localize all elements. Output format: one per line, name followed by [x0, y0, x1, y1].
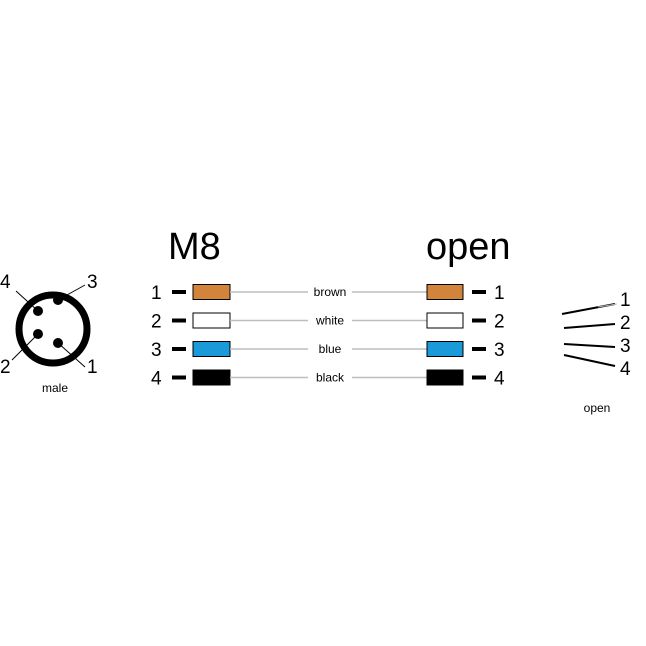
- connector-ring: [15, 291, 91, 367]
- left-pin-label: 2: [151, 312, 162, 333]
- cable-row-2: 2 white 2: [151, 312, 505, 333]
- open-wire-1-label: 1: [620, 290, 631, 311]
- left-wire-sleeve: [192, 369, 231, 386]
- right-pin-label: 4: [494, 369, 505, 390]
- connector-pin-3-label: 3: [87, 272, 98, 293]
- right-wire-sleeve: [426, 369, 464, 386]
- open-wire-2-label: 2: [620, 313, 631, 334]
- right-pin-dash: [472, 347, 486, 351]
- left-wire-sleeve: [192, 341, 231, 357]
- connector-pin-3-leader: [57, 284, 86, 301]
- wire-color-label: black: [316, 371, 345, 385]
- left-pin-dash: [172, 375, 186, 380]
- open-wire-3: [563, 343, 616, 348]
- connector-pin-4-leader: [15, 290, 39, 312]
- right-end-title: open: [426, 226, 511, 268]
- left-wire-sleeve: [192, 284, 231, 300]
- right-pin-dash: [472, 290, 486, 294]
- right-pin-label: 2: [494, 312, 505, 333]
- wire-color-label: brown: [314, 285, 347, 299]
- connector-label: male: [42, 381, 68, 395]
- open-end-label: open: [584, 401, 611, 415]
- open-wire-4-label: 4: [620, 359, 631, 380]
- left-pin-label: 1: [151, 283, 162, 304]
- open-wire-3-label: 3: [620, 336, 631, 357]
- left-pin-dash: [172, 347, 186, 351]
- right-pin-dash: [472, 318, 486, 323]
- left-wire-sleeve: [192, 312, 231, 329]
- connector-pin-2-label: 2: [0, 357, 11, 378]
- wire-color-label: white: [315, 314, 344, 328]
- open-wire-4: [563, 354, 616, 367]
- open-wire-2: [563, 323, 616, 329]
- right-wire-sleeve: [426, 341, 464, 357]
- right-pin-label: 1: [494, 283, 505, 304]
- open-wire-1-tip: [597, 303, 618, 308]
- left-end-title: M8: [168, 226, 221, 268]
- left-pin-dash: [172, 318, 186, 323]
- wire-color-label: blue: [319, 342, 342, 356]
- right-pin-dash: [472, 375, 486, 380]
- cable-row-4: 4 black 4: [151, 369, 505, 390]
- connector-pin-2-leader: [11, 333, 39, 361]
- right-wire-sleeve: [426, 284, 464, 300]
- right-wire-sleeve: [426, 312, 464, 329]
- left-pin-dash: [172, 290, 186, 294]
- open-end: 1 2 3 4 open: [561, 290, 631, 415]
- male-connector: 1 2 3 4 male: [0, 272, 98, 395]
- connector-pin-4-label: 4: [0, 272, 11, 293]
- left-pin-label: 3: [151, 340, 162, 361]
- right-pin-label: 3: [494, 340, 505, 361]
- cable-row-1: 1 brown 1: [151, 283, 505, 304]
- cable-rows: 1 brown 1 2 white 2 3 blue 3 4 black 4: [151, 283, 505, 390]
- connector-pin-1-label: 1: [87, 357, 98, 378]
- cable-row-3: 3 blue 3: [151, 340, 505, 361]
- connector-pin-1-leader: [57, 342, 86, 368]
- left-pin-label: 4: [151, 369, 162, 390]
